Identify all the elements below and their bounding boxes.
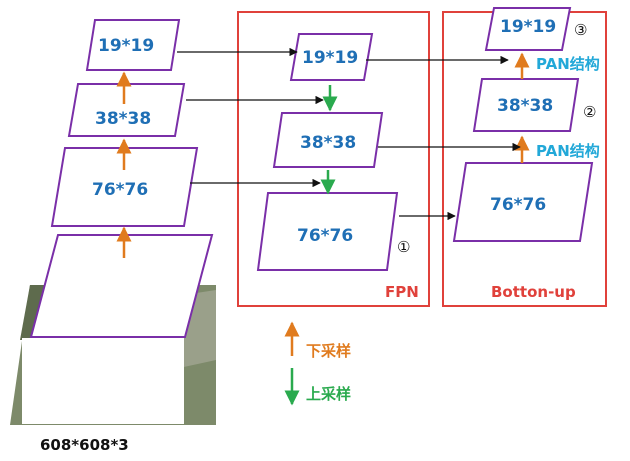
bu-38-label: 38*38 bbox=[497, 96, 554, 116]
fpn-76-plane bbox=[256, 192, 399, 271]
backbone-19-plane bbox=[85, 19, 181, 71]
fpn-38-plane bbox=[272, 112, 384, 168]
bottom-up-title: Botton-up bbox=[491, 283, 576, 301]
input-size-label: 608*608*3 bbox=[40, 436, 129, 454]
pan-label-lower: PAN结构 bbox=[536, 142, 600, 160]
backbone-input-plane bbox=[29, 234, 214, 338]
backbone-76-plane bbox=[50, 147, 199, 227]
fpn-19-label: 19*19 bbox=[302, 48, 359, 68]
fpn-marker: ① bbox=[397, 238, 411, 256]
bu-38-plane bbox=[472, 78, 580, 132]
bu-marker-3: ③ bbox=[574, 21, 588, 39]
legend-downsample-label: 下采样 bbox=[306, 342, 352, 360]
pan-label-upper: PAN结构 bbox=[536, 55, 600, 73]
bu-76-label: 76*76 bbox=[490, 195, 547, 215]
fpn-19-plane bbox=[289, 33, 374, 81]
fpn-38-label: 38*38 bbox=[300, 133, 357, 153]
fpn-box bbox=[237, 11, 430, 307]
bu-76-plane bbox=[452, 162, 594, 242]
bu-19-plane bbox=[484, 7, 572, 51]
bu-marker-2: ② bbox=[583, 103, 597, 121]
fpn-title: FPN bbox=[385, 283, 419, 301]
backbone-38-plane bbox=[67, 83, 186, 137]
backbone-19-label: 19*19 bbox=[98, 36, 155, 56]
backbone-76-label: 76*76 bbox=[92, 180, 149, 200]
fpn-76-label: 76*76 bbox=[297, 226, 354, 246]
bu-19-label: 19*19 bbox=[500, 17, 557, 37]
input-image-redacted-area bbox=[22, 338, 184, 424]
legend-upsample-label: 上采样 bbox=[306, 385, 352, 403]
backbone-38-label: 38*38 bbox=[95, 109, 152, 129]
